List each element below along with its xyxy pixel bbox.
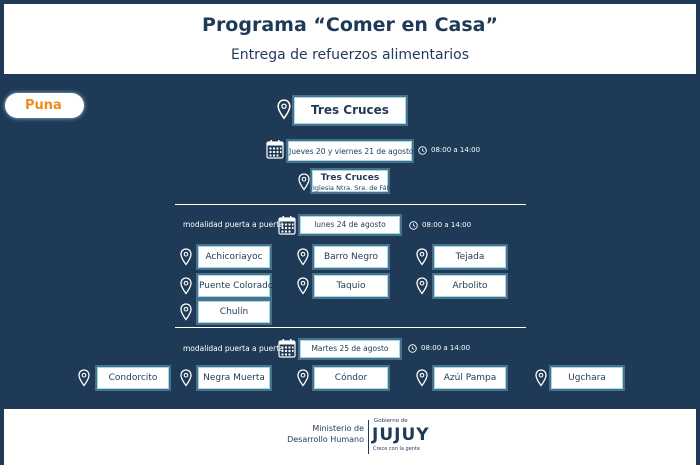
date-box: lunes 24 de agosto <box>300 216 400 234</box>
map-pin-icon <box>297 248 309 266</box>
header-banner: Programa “Comer en Casa” Entrega de refu… <box>4 4 696 74</box>
calendar-icon <box>278 338 296 358</box>
section-divider <box>175 204 526 205</box>
place-title-box: Tres Cruces <box>294 97 406 124</box>
logo-separator <box>368 420 369 454</box>
ministry-line1: Ministerio de <box>312 424 364 433</box>
place-box: Chulín <box>198 301 270 323</box>
place-box: Taquio <box>314 275 388 297</box>
map-pin-icon <box>277 99 291 120</box>
ministry-name: Ministerio de Desarrollo Humano <box>284 423 364 445</box>
map-pin-icon <box>416 248 428 266</box>
gov-small-label: Gobierno de <box>374 418 408 424</box>
map-pin-icon <box>416 277 428 295</box>
clock-icon <box>409 221 418 230</box>
venue-detail: Iglesia Ntra. Sra. de Fátima <box>313 184 402 192</box>
gov-logo-name: JUJUY <box>372 425 430 445</box>
calendar-icon <box>266 139 284 159</box>
ministry-line2: Desarrollo Humano <box>287 435 364 444</box>
time-range: 08:00 a 14:00 <box>421 344 471 352</box>
map-pin-icon <box>180 303 192 321</box>
map-pin-icon <box>297 277 309 295</box>
page-title: Programa “Comer en Casa” <box>202 14 498 36</box>
place-box: Barro Negro <box>314 246 388 268</box>
map-pin-icon <box>297 369 309 387</box>
clock-icon <box>418 146 427 155</box>
date-box: Jueves 20 y viernes 21 de agosto <box>288 141 414 161</box>
place-box: Tejada <box>434 246 506 268</box>
place-box: Azúl Pampa <box>434 367 506 389</box>
map-pin-icon <box>180 248 192 266</box>
section-divider <box>175 327 526 328</box>
page-subtitle: Entrega de refuerzos alimentarios <box>230 47 470 63</box>
map-pin-icon <box>180 277 192 295</box>
map-pin-icon <box>78 369 90 387</box>
clock-icon <box>408 344 417 353</box>
time-range: 08:00 a 14:00 <box>422 221 472 229</box>
modality-label: modalidad puerta a puerta <box>183 220 284 229</box>
gov-slogan: Crece con la gente <box>373 446 420 452</box>
map-pin-icon <box>180 369 192 387</box>
region-label: Puna <box>5 93 84 118</box>
date-box: Martes 25 de agosto <box>300 340 400 358</box>
place-box: Condorcito <box>97 367 169 389</box>
venue-box: Tres Cruces Iglesia Ntra. Sra. de Fátima <box>312 170 402 192</box>
place-box: Puente Colorado <box>198 275 273 297</box>
place-box: Ugchara <box>551 367 623 389</box>
calendar-icon <box>278 215 296 235</box>
place-box: Cóndor <box>314 367 388 389</box>
modality-label: modalidad puerta a puerta <box>183 344 284 353</box>
footer-banner: Ministerio de Desarrollo Humano Gobierno… <box>4 409 696 465</box>
place-box: Arbolito <box>434 275 506 297</box>
place-box: Negra Muerta <box>198 367 270 389</box>
time-range: 08:00 a 14:00 <box>431 146 481 154</box>
map-pin-icon <box>416 369 428 387</box>
map-pin-icon <box>535 369 547 387</box>
map-pin-icon <box>298 173 310 191</box>
venue-name: Tres Cruces <box>320 173 380 183</box>
place-box: Achicoriayoc <box>198 246 270 268</box>
